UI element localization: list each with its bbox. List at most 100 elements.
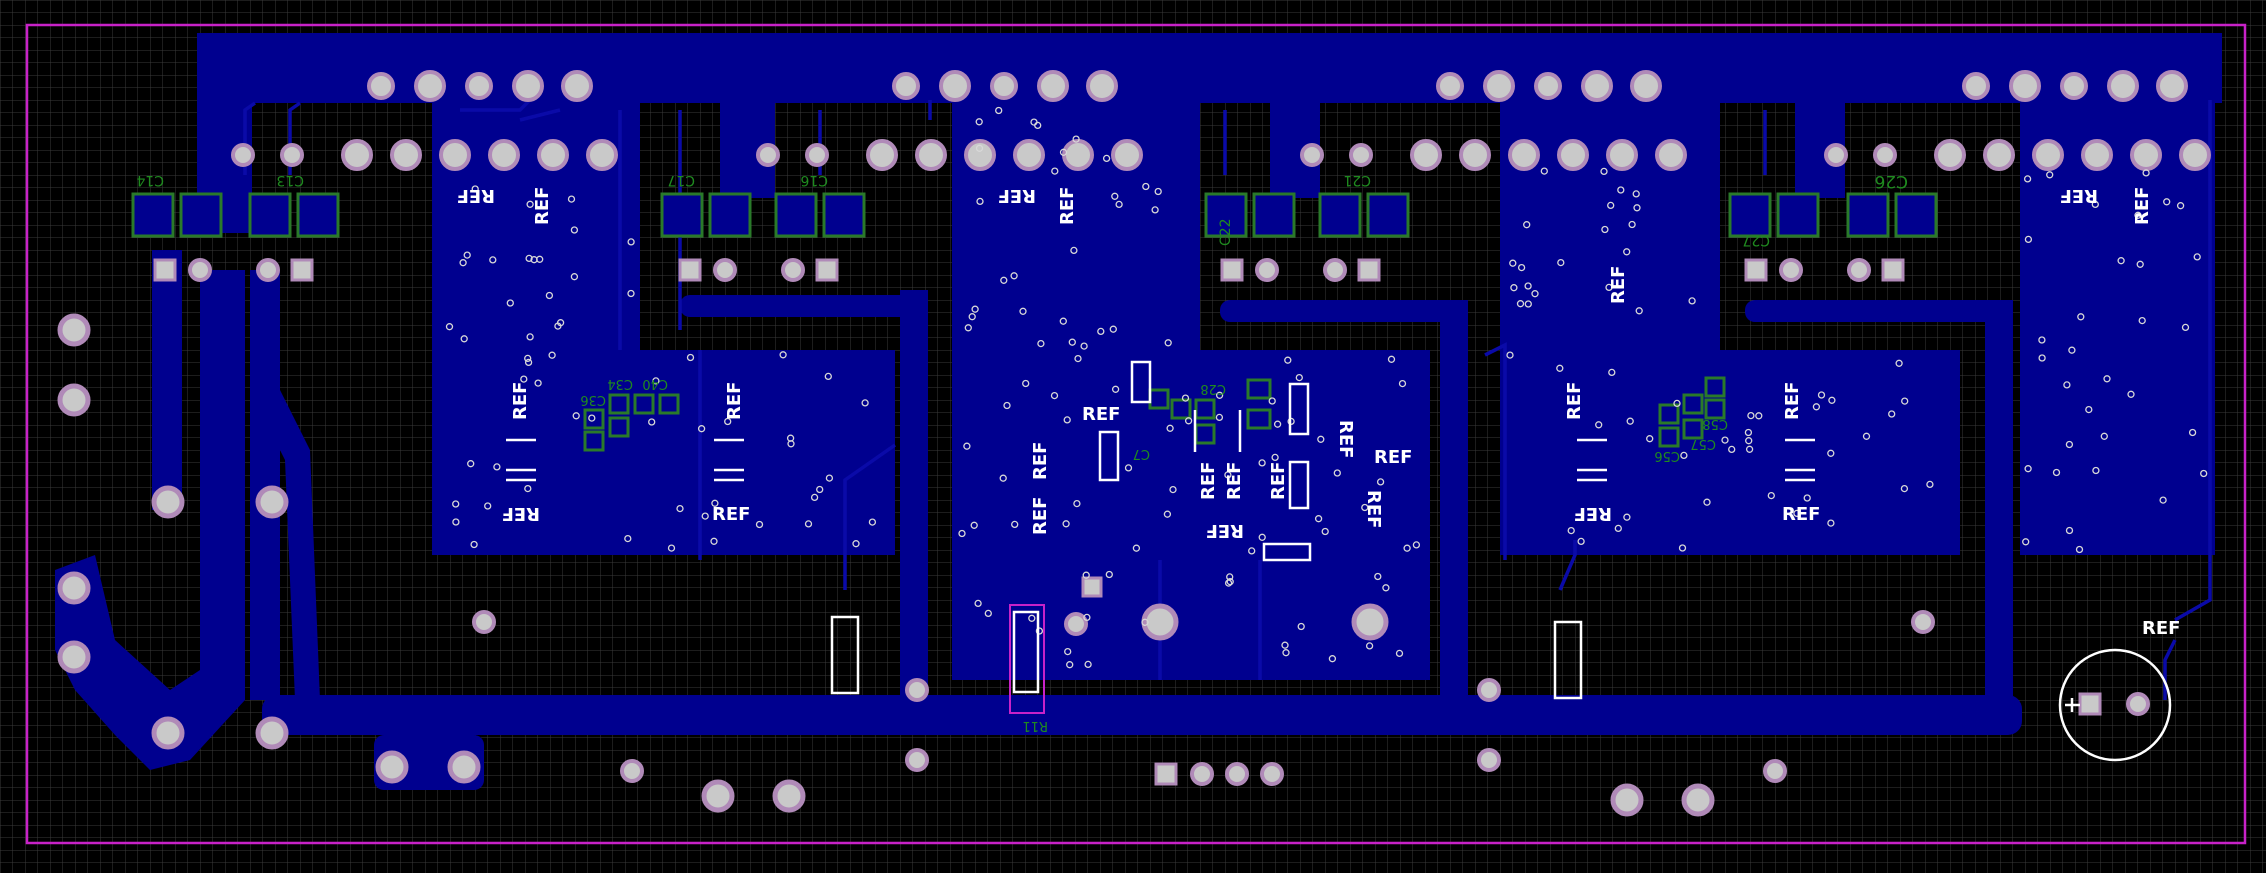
via (2142, 169, 2150, 177)
via (1258, 459, 1266, 467)
via (1509, 259, 1517, 267)
via (1678, 544, 1687, 552)
via (525, 254, 533, 263)
via (1328, 655, 1337, 663)
via (1721, 436, 1729, 444)
via (1632, 190, 1640, 198)
via (2103, 375, 2111, 383)
via (2068, 346, 2076, 354)
via (1557, 258, 1565, 267)
via (1516, 300, 1525, 308)
via (1901, 397, 1909, 405)
c7-label: C7 (1133, 446, 1150, 461)
via (2092, 466, 2100, 475)
via (1395, 649, 1404, 658)
via (467, 460, 475, 468)
via (1050, 391, 1059, 400)
via (2117, 257, 2125, 265)
via (1022, 379, 1030, 388)
via (1034, 121, 1042, 130)
via (2127, 390, 2135, 398)
ref-label: REF (712, 504, 750, 525)
via (861, 399, 869, 407)
via (1828, 396, 1836, 404)
via (975, 118, 983, 126)
via (2138, 316, 2146, 325)
via (1215, 391, 1224, 399)
via (1728, 445, 1736, 454)
ref-label: REF (1268, 462, 1289, 500)
via (2136, 260, 2144, 268)
c34-label: C34 (607, 376, 633, 391)
via (1517, 263, 1526, 272)
via (463, 251, 471, 259)
via (627, 238, 635, 246)
via (1083, 613, 1091, 622)
via (1028, 614, 1036, 622)
via (1524, 282, 1532, 290)
via (1111, 192, 1119, 200)
via (1523, 221, 1531, 229)
via (1258, 533, 1266, 541)
via (1059, 148, 1068, 156)
via (975, 144, 984, 152)
c27-label: C27 (1742, 232, 1770, 248)
via (652, 377, 660, 385)
ref-label: REF (998, 185, 1036, 206)
via (968, 313, 976, 321)
via (524, 354, 532, 363)
ref-label: REF (2132, 187, 2153, 225)
c16-label: C16 (800, 172, 828, 188)
via (971, 305, 979, 313)
via (2046, 171, 2054, 179)
via (1154, 187, 1162, 196)
via (1374, 572, 1382, 581)
via (1812, 403, 1821, 411)
via (489, 256, 497, 264)
via (1295, 373, 1303, 382)
via (1181, 394, 1190, 402)
via (1141, 618, 1149, 626)
via (570, 226, 579, 234)
via (2022, 538, 2030, 546)
via (2065, 440, 2074, 449)
via (816, 485, 824, 494)
via (1184, 417, 1193, 425)
silk-outlines (506, 360, 2172, 762)
via (1888, 410, 1896, 418)
ref-label: REF (1030, 497, 1051, 535)
ref-label: REF (502, 503, 540, 524)
via (567, 195, 576, 203)
via (1403, 544, 1411, 552)
via (526, 333, 534, 341)
via (804, 520, 813, 528)
c14-label: C14 (136, 172, 164, 188)
ref-label: REF (724, 382, 745, 420)
via (667, 544, 676, 552)
ref-label: REF (1564, 382, 1585, 420)
via (1767, 491, 1775, 500)
via (1164, 339, 1172, 347)
via (648, 418, 656, 426)
via (1745, 445, 1754, 453)
ref-label: REF (1363, 490, 1384, 528)
via (1051, 167, 1059, 175)
c36-label: C36 (580, 392, 606, 407)
via (1633, 204, 1641, 212)
c26-label: C26 (1874, 171, 1908, 191)
via (1115, 200, 1123, 209)
via (1531, 290, 1539, 298)
via (724, 417, 732, 426)
via (1132, 544, 1141, 552)
via (711, 499, 719, 507)
via (1271, 453, 1279, 462)
via (588, 414, 596, 422)
via (1105, 570, 1113, 579)
ref-label: REF (1206, 520, 1244, 541)
via (1577, 537, 1585, 546)
ref-label: REF (1374, 447, 1412, 468)
via (1011, 520, 1019, 529)
via (1073, 499, 1081, 508)
via (2065, 526, 2074, 535)
